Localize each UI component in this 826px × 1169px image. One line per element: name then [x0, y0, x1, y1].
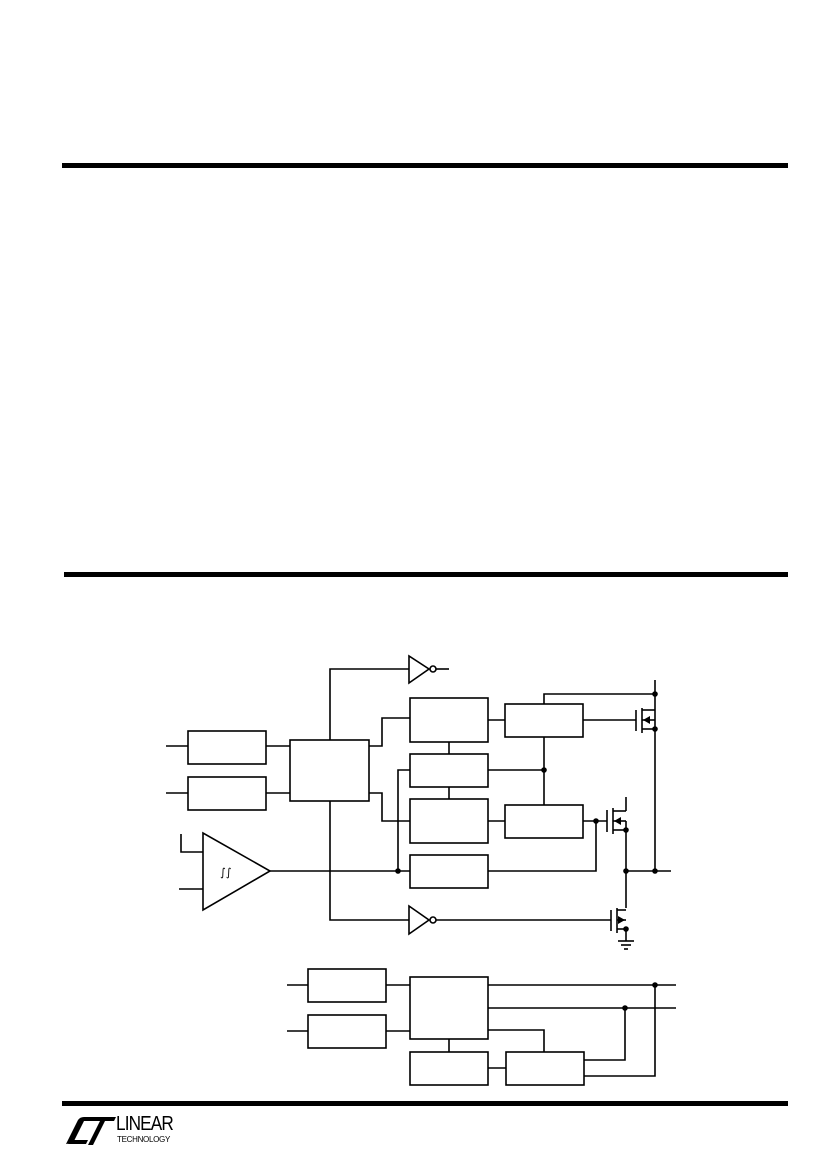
ground-symbol — [618, 940, 634, 950]
junction-dot — [652, 691, 658, 697]
junction-dot — [623, 868, 629, 874]
footer-rule — [62, 1101, 788, 1106]
section-rule — [64, 572, 788, 577]
lower-input-block-1 — [307, 968, 387, 1003]
lower-driver — [505, 1051, 585, 1086]
logic-block — [289, 739, 370, 802]
input-block-1 — [187, 730, 267, 765]
junction-dot — [623, 926, 629, 932]
logo-wordmark-technology: TECHNOLOGY — [117, 1135, 171, 1144]
junction-dot — [652, 726, 658, 732]
junction-dot — [541, 767, 547, 773]
junction-dot — [395, 868, 401, 874]
comparator-triangle — [202, 831, 272, 912]
fet-arrow — [618, 916, 625, 924]
junction-dot — [623, 827, 629, 833]
linear-technology-logo: LINEAR TECHNOLOGY — [64, 1114, 184, 1148]
upper-block-2 — [409, 753, 489, 788]
lower-input-block-2 — [307, 1014, 387, 1049]
top-rule — [62, 163, 788, 168]
hysteresis-symbol: ∫∫ — [220, 866, 231, 879]
lt-logo-icon — [66, 1117, 116, 1145]
input-block-2 — [187, 776, 267, 811]
upper-block-4 — [409, 854, 489, 889]
upper-block-3 — [409, 798, 489, 844]
junction-dot — [652, 868, 658, 874]
upper-driver-2 — [504, 804, 584, 839]
fet-arrow — [643, 716, 650, 724]
lower-block — [409, 1051, 489, 1086]
fet-arrow — [614, 817, 621, 825]
upper-block-1 — [409, 697, 489, 743]
inverter-bottom — [408, 904, 431, 936]
inverter-top — [408, 654, 431, 685]
junction-dot — [652, 982, 658, 988]
upper-driver-1 — [504, 703, 584, 738]
lower-logic-block — [409, 976, 489, 1040]
logo-wordmark-linear: LINEAR — [116, 1113, 174, 1135]
junction-dot — [593, 818, 599, 824]
junction-dot — [622, 1005, 628, 1011]
